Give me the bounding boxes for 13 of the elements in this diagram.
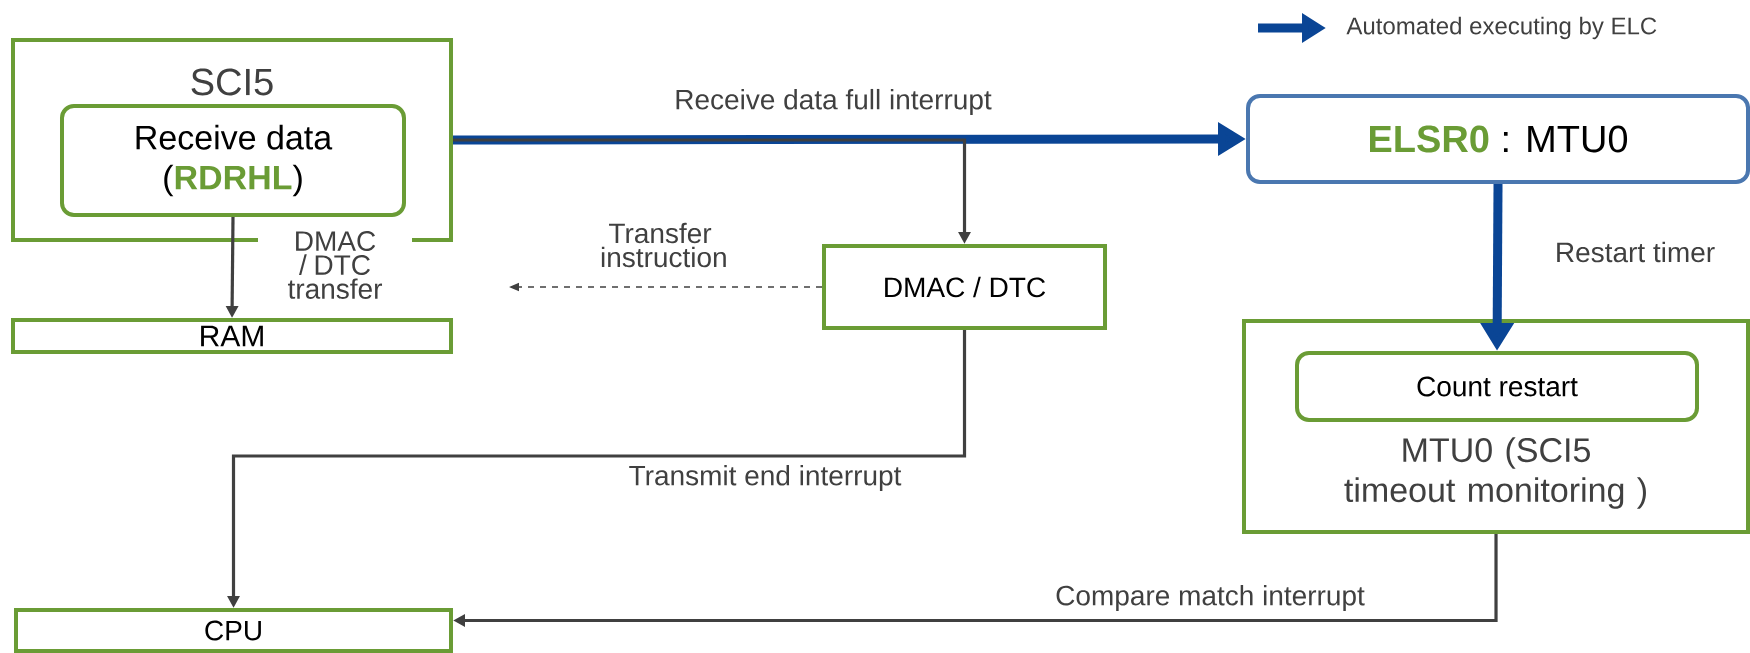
edge-label: Compare match interrupt [1053,582,1367,614]
edge-label: Receive data full interrupt [672,86,994,118]
block-box: DMAC / DTC [822,244,1107,330]
edge-label: Transmit end interrupt [626,462,904,494]
process-box: Count restart [1295,351,1699,422]
block-box: RAM [11,318,453,354]
register-box: ELSR0 : MTU0 [1246,94,1750,184]
edge-label: DMAC / DTC transfer [258,229,412,301]
register-box: Receive data (RDRHL) [60,104,406,217]
legend-label: Automated executing by ELC [1346,16,1657,40]
edge-label: Restart timer [1552,239,1718,265]
block-box: CPU [14,608,453,653]
edge-label: Transfer instruction [598,220,726,270]
